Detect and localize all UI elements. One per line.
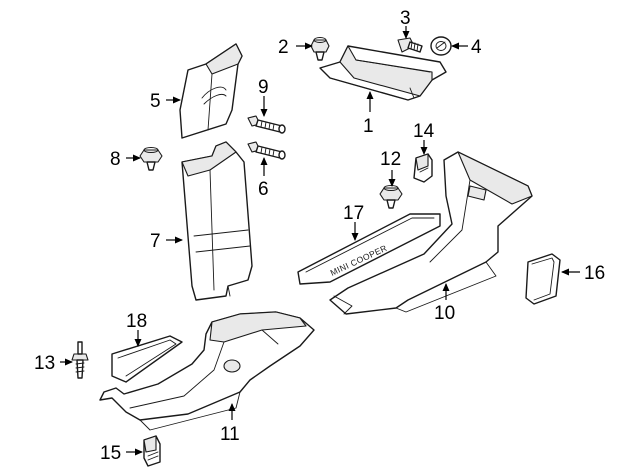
- callout-18: 18: [126, 311, 147, 332]
- callout-13: 13: [34, 353, 55, 374]
- callout-12: 12: [380, 149, 401, 170]
- callout-7: 7: [150, 231, 161, 252]
- callout-4: 4: [471, 37, 482, 58]
- callout-10: 10: [434, 303, 455, 324]
- part-14-bracket-clip[interactable]: [413, 153, 433, 183]
- callout-6: 6: [258, 179, 269, 200]
- part-9-bolt[interactable]: [247, 115, 286, 134]
- callout-1: 1: [363, 116, 374, 137]
- part-11-lower-trim-panel[interactable]: [99, 311, 315, 431]
- callout-8: 8: [110, 149, 121, 170]
- callout-9: 9: [258, 77, 269, 98]
- part-1-upper-trim-panel[interactable]: [319, 45, 447, 101]
- callout-15: 15: [100, 443, 121, 464]
- part-2-push-clip[interactable]: [310, 37, 330, 61]
- part-6-bolt[interactable]: [247, 141, 286, 160]
- callout-11: 11: [220, 424, 240, 445]
- callout-17: 17: [343, 203, 364, 224]
- part-8-push-clip[interactable]: [139, 147, 163, 171]
- part-5-a-pillar-trim[interactable]: [179, 43, 243, 139]
- part-12-push-clip[interactable]: [379, 185, 403, 209]
- callout-3: 3: [400, 8, 411, 29]
- callout-5: 5: [150, 91, 161, 112]
- callout-2: 2: [278, 37, 289, 58]
- callout-labels: 1 2 3 4 5 6 7 8 9 10 11 12 13 14 15 16 1…: [34, 8, 605, 464]
- part-15-clip[interactable]: [143, 435, 161, 467]
- part-3-screw[interactable]: [397, 37, 423, 53]
- leader-lines: [60, 26, 580, 456]
- callout-16: 16: [584, 263, 605, 284]
- part-13-screw[interactable]: [71, 341, 89, 379]
- part-7-b-pillar-trim[interactable]: [181, 141, 253, 301]
- part-16-side-cover[interactable]: [525, 253, 561, 305]
- part-10-rocker-trim[interactable]: [329, 151, 533, 315]
- callout-14: 14: [413, 121, 435, 142]
- part-18-step-plate[interactable]: [111, 335, 183, 383]
- part-4-cap[interactable]: [430, 36, 452, 56]
